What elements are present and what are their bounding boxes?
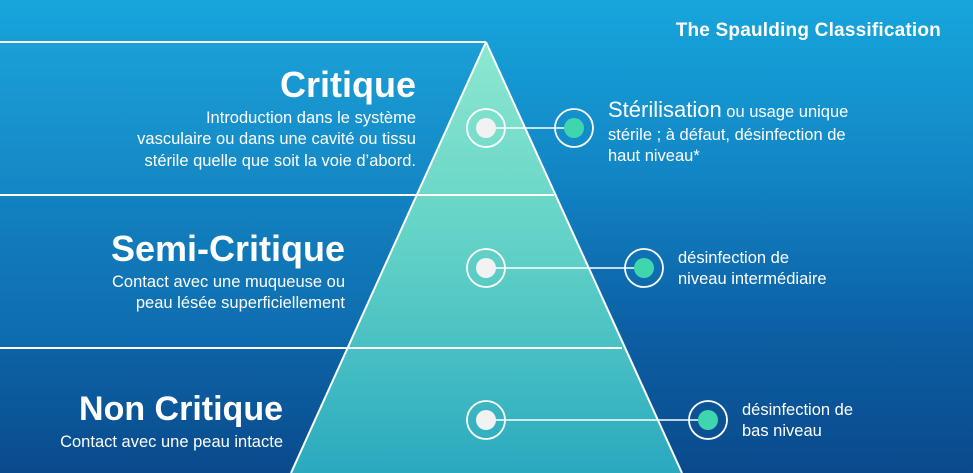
tier-description: Introduction dans le système vasculaire … bbox=[137, 108, 416, 172]
result-non-critique-text: désinfection de bas niveau bbox=[742, 400, 853, 443]
node-ring-semi-critique bbox=[466, 248, 506, 288]
node-ring-non-critique bbox=[466, 400, 506, 440]
diagram-title: The Spaulding Classification bbox=[675, 20, 941, 41]
pyramid-outline-left bbox=[290, 41, 487, 473]
tier-description: Contact avec une muqueuse ou peau lésée … bbox=[111, 272, 345, 315]
node-dot-critique bbox=[476, 118, 496, 138]
tier-title: Critique bbox=[279, 64, 416, 105]
result-line: désinfection de bbox=[678, 249, 789, 267]
node-dot-non-critique bbox=[476, 410, 496, 430]
result-ring-semi-critique bbox=[624, 248, 664, 288]
result-line: bas niveau bbox=[742, 422, 822, 441]
result-dot-semi-critique bbox=[634, 258, 654, 278]
desc-line: vasculaire ou dans une cavité ou tissu bbox=[137, 130, 416, 149]
result-semi-critique-text: désinfection de niveau intermédiaire bbox=[678, 248, 827, 291]
desc-line: Introduction dans le système bbox=[205, 108, 416, 127]
tier-title: Non Critique bbox=[79, 390, 283, 428]
tier-critique-text: Critique Introduction dans le système va… bbox=[137, 66, 416, 172]
result-strong: Stérilisation bbox=[608, 97, 722, 122]
result-ring-critique bbox=[554, 108, 594, 148]
node-dot-semi-critique bbox=[476, 258, 496, 278]
tier-description: Contact avec une peau intacte bbox=[60, 432, 283, 453]
desc-line: Contact avec une peau intacte bbox=[60, 432, 283, 451]
node-ring-critique bbox=[466, 108, 506, 148]
desc-line: Contact avec une muqueuse ou bbox=[112, 272, 345, 291]
tier-title: Semi-Critique bbox=[110, 228, 345, 269]
result-line: niveau intermédiaire bbox=[678, 270, 827, 289]
result-dot-non-critique bbox=[698, 410, 718, 430]
pyramid bbox=[291, 42, 682, 473]
band-non-critique bbox=[0, 348, 346, 473]
desc-line: stérile quelle que soit la voie d’abord. bbox=[144, 151, 416, 170]
band-critique bbox=[0, 42, 486, 195]
desc-line: peau lésée superficiellement bbox=[135, 294, 345, 313]
result-line: haut niveau* bbox=[608, 147, 700, 166]
result-dot-critique bbox=[564, 118, 584, 138]
result-line: stérile ; à défaut, désinfection de bbox=[608, 125, 846, 144]
result-line: désinfection de bbox=[742, 401, 853, 419]
tier-semi-critique-text: Semi-Critique Contact avec une muqueuse … bbox=[111, 230, 345, 315]
result-critique-text: Stérilisation ou usage unique stérile ; … bbox=[608, 96, 848, 167]
pyramid-outline-right bbox=[485, 41, 683, 473]
band-semi-critique bbox=[0, 195, 417, 348]
result-ring-non-critique bbox=[688, 400, 728, 440]
result-line: ou usage unique bbox=[721, 103, 849, 121]
tier-non-critique-text: Non Critique Contact avec une peau intac… bbox=[60, 390, 283, 453]
